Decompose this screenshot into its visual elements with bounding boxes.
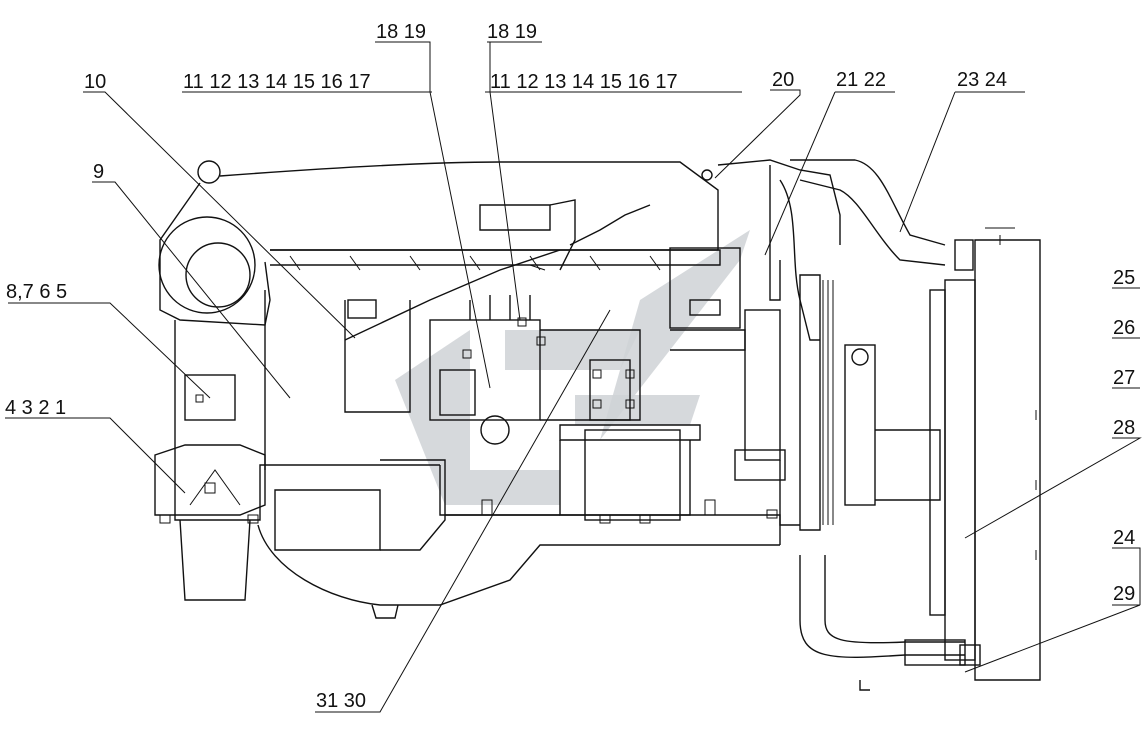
callout-27: 27 (1113, 367, 1135, 389)
callout-11-17-left: 11 12 13 14 15 16 17 (183, 71, 371, 93)
callout-28: 28 (1113, 417, 1135, 439)
callout-21-22: 21 22 (836, 69, 886, 91)
callout-4-3-2-1: 4 3 2 1 (5, 397, 66, 419)
callout-23-24: 23 24 (957, 69, 1007, 91)
callout-18-19-right: 18 19 (487, 21, 537, 43)
callout-11-17-right: 11 12 13 14 15 16 17 (490, 71, 678, 93)
callout-18-19-left: 18 19 (376, 21, 426, 43)
callout-29: 29 (1113, 583, 1135, 605)
callout-10: 10 (84, 71, 106, 93)
callout-labels: 18 19 18 19 11 12 13 14 15 16 17 11 12 1… (5, 21, 1135, 712)
callout-24: 24 (1113, 527, 1135, 549)
leader-lines (5, 41, 1142, 713)
engine-drawing (154, 159, 1041, 691)
watermark-logo (395, 230, 750, 505)
callout-26: 26 (1113, 317, 1135, 339)
callout-9: 9 (93, 161, 104, 183)
callout-25: 25 (1113, 267, 1135, 289)
callout-20: 20 (772, 69, 794, 91)
callout-31-30: 31 30 (316, 690, 366, 712)
callout-8-7-6-5: 8,7 6 5 (6, 281, 67, 303)
